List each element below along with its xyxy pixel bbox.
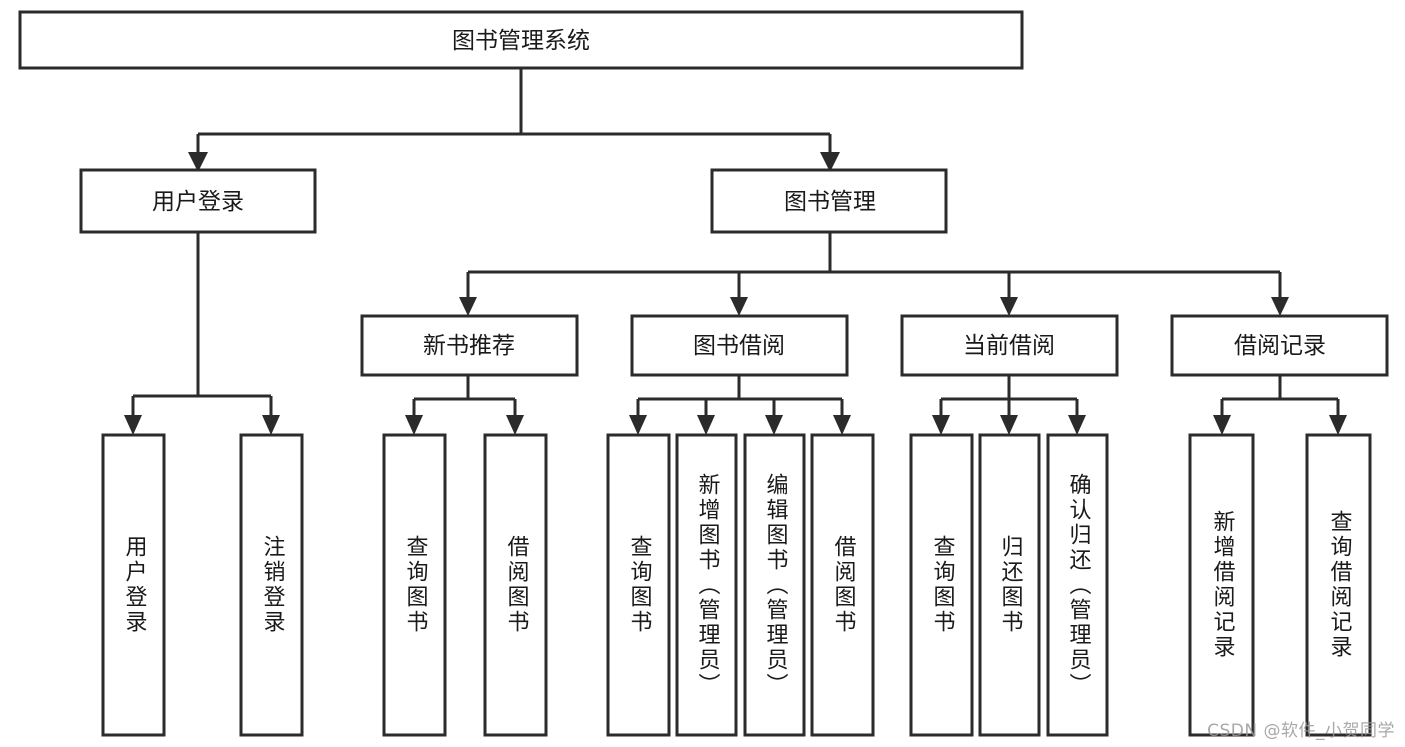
node-current-borrow-rect[interactable]: [900, 314, 1119, 377]
connector-group-root: [188, 68, 840, 172]
arrowhead-borrow-record: [1271, 297, 1289, 316]
connector-group-new-book-recommend: [405, 375, 524, 435]
connector-group-current-borrow: [932, 375, 1086, 435]
arrowhead-current-borrow: [1000, 297, 1018, 316]
arrowhead-leaf-confirm-return: [1068, 415, 1086, 435]
leaf-query-record-rect[interactable]: [1305, 433, 1372, 737]
node-new-book-recommend-rect[interactable]: [360, 314, 579, 377]
node-root-rect[interactable]: [18, 10, 1024, 70]
leaf-add-record-rect[interactable]: [1188, 433, 1255, 737]
arrowhead-leaf-return-book: [1000, 415, 1018, 435]
arrowhead-new-book-recommend: [459, 297, 477, 316]
leaf-add-book-rect[interactable]: [675, 433, 738, 737]
arrowhead-leaf-query-book-1: [405, 415, 423, 435]
node-root-label: 图书管理系统: [452, 28, 590, 54]
arrowhead-leaf-add-book: [697, 415, 715, 435]
node-borrow-record-rect[interactable]: [1170, 314, 1389, 377]
arrowhead-user-login: [188, 152, 208, 172]
node-root[interactable]: 图书管理系统: [18, 10, 1024, 70]
leaf-borrow-book-1-rect[interactable]: [483, 433, 548, 737]
leaf-logout-login-rect[interactable]: [239, 433, 304, 737]
arrowhead-leaf-logout-login: [262, 415, 280, 435]
node-current-borrow-label: 当前借阅: [963, 333, 1055, 359]
connector-group-borrow-record: [1213, 375, 1347, 435]
node-user-login-rect[interactable]: [79, 168, 317, 234]
csdn-watermark: CSDN @软件_小贺同学: [1207, 721, 1395, 741]
node-book-borrow-rect[interactable]: [630, 314, 849, 377]
node-book-management-label: 图书管理: [784, 189, 876, 215]
leaf-boxes-group: [101, 433, 1372, 737]
leaf-query-book-1-rect[interactable]: [382, 433, 447, 737]
connector-group-book-borrow: [629, 375, 851, 435]
node-book-borrow-label: 图书借阅: [693, 333, 785, 359]
leaf-query-book-3-rect[interactable]: [909, 433, 974, 737]
arrowhead-leaf-query-book-2: [629, 415, 647, 435]
node-borrow-record[interactable]: 借阅记录: [1170, 314, 1389, 377]
leaf-borrow-book-2-rect[interactable]: [810, 433, 875, 737]
node-user-login-label: 用户登录: [152, 189, 244, 215]
node-book-management-rect[interactable]: [710, 168, 948, 234]
arrowhead-leaf-user-login: [124, 415, 142, 435]
leaf-return-book-rect[interactable]: [978, 433, 1041, 737]
node-book-borrow[interactable]: 图书借阅: [630, 314, 849, 377]
arrowhead-book-management: [820, 152, 840, 172]
connector-group-user-login: [124, 232, 280, 435]
leaf-edit-book-rect[interactable]: [743, 433, 806, 737]
arrowhead-leaf-query-record: [1329, 415, 1347, 435]
arrowhead-leaf-edit-book: [765, 415, 783, 435]
arrowhead-leaf-borrow-book-1: [506, 415, 524, 435]
leaf-user-login-rect[interactable]: [101, 433, 166, 737]
arrowhead-leaf-add-record: [1213, 415, 1231, 435]
node-current-borrow[interactable]: 当前借阅: [900, 314, 1119, 377]
node-new-book-recommend-label: 新书推荐: [423, 333, 515, 359]
connector-group-book-management: [459, 232, 1289, 316]
leaf-query-book-2-rect[interactable]: [606, 433, 671, 737]
node-user-login[interactable]: 用户登录: [79, 168, 317, 234]
leaf-confirm-return-rect[interactable]: [1046, 433, 1109, 737]
node-borrow-record-label: 借阅记录: [1234, 333, 1326, 359]
arrowhead-leaf-query-book-3: [932, 415, 950, 435]
node-new-book-recommend[interactable]: 新书推荐: [360, 314, 579, 377]
node-book-management[interactable]: 图书管理: [710, 168, 948, 234]
arrowhead-leaf-borrow-book-2: [833, 415, 851, 435]
arrowhead-book-borrow: [730, 297, 748, 316]
